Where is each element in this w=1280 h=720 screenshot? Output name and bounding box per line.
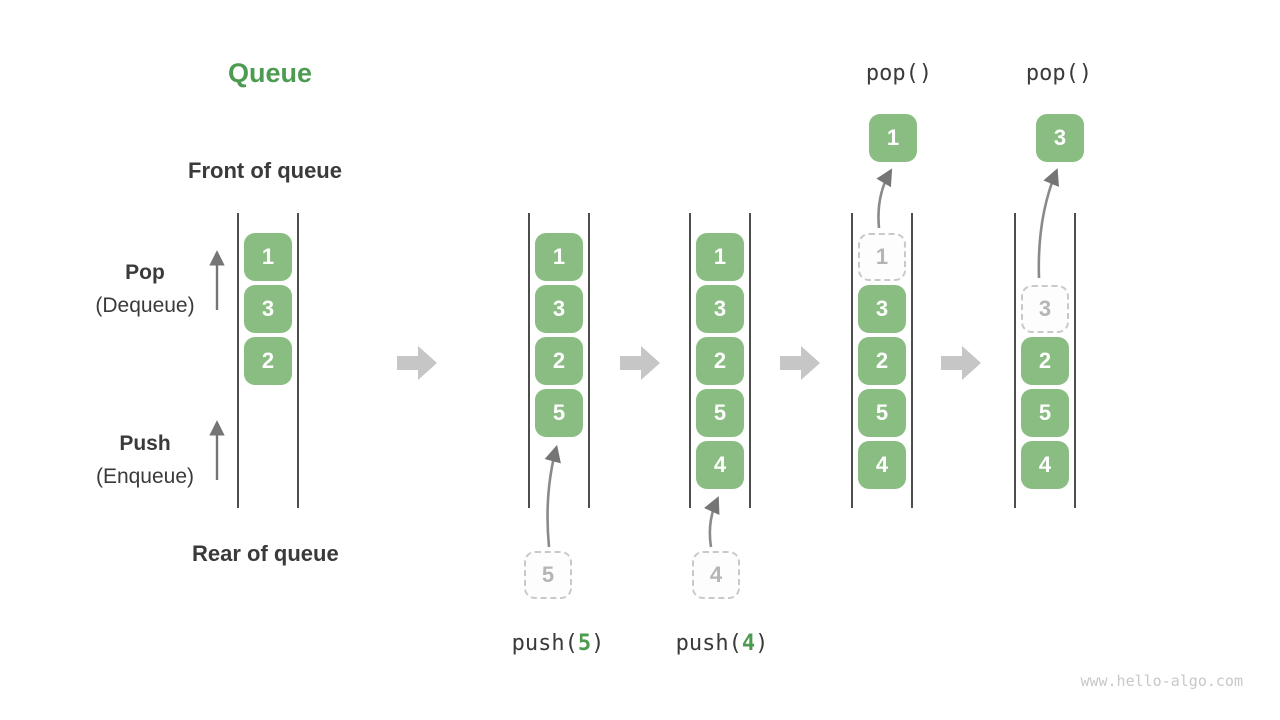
popped-slot-cell: 3 (1021, 285, 1069, 333)
state-transition-arrow-icon (620, 346, 660, 380)
push-arg-1: 5 (577, 631, 592, 656)
queue-cell: 4 (858, 441, 906, 489)
queue-cell: 1 (535, 233, 583, 281)
queue-cell: 2 (535, 337, 583, 385)
queue-cell: 2 (1021, 337, 1069, 385)
enqueue-label: (Enqueue) (95, 465, 195, 488)
push-call-label-1: push(5) (511, 631, 605, 656)
queue-cell: 5 (535, 389, 583, 437)
queue-wall (749, 213, 751, 508)
queue-cell: 3 (858, 285, 906, 333)
queue-wall (689, 213, 691, 508)
queue-cell: 2 (696, 337, 744, 385)
push-flow-arrow-icon (704, 496, 720, 548)
rear-of-queue-label: Rear of queue (192, 541, 339, 566)
pop-label-block: Pop (Dequeue) (75, 261, 215, 318)
queue-cell: 3 (696, 285, 744, 333)
push-arg-2: 4 (741, 631, 756, 656)
state-transition-arrow-icon (780, 346, 820, 380)
queue-wall (851, 213, 853, 508)
queue-cell: 1 (244, 233, 292, 281)
push-flow-arrow-icon (544, 444, 561, 548)
pop-label: Pop (125, 261, 165, 284)
push-label: Push (119, 432, 171, 455)
queue-wall (297, 213, 299, 508)
queue-cell: 5 (858, 389, 906, 437)
pop-flow-arrow-icon (876, 168, 893, 229)
popped-value-cell: 1 (869, 114, 917, 162)
incoming-value-cell: 4 (692, 551, 740, 599)
pop-flow-arrow-icon (1037, 168, 1059, 279)
pop-call-label-1: pop() (865, 61, 933, 86)
queue-wall (1074, 213, 1076, 508)
queue-cell: 2 (858, 337, 906, 385)
queue-wall (528, 213, 530, 508)
front-of-queue-label: Front of queue (188, 158, 342, 183)
queue-cell: 3 (244, 285, 292, 333)
queue-cell: 4 (1021, 441, 1069, 489)
watermark: www.hello-algo.com (1080, 672, 1243, 690)
queue-cell: 5 (1021, 389, 1069, 437)
diagram-title: Queue (228, 58, 313, 88)
popped-value-cell: 3 (1036, 114, 1084, 162)
queue-wall (911, 213, 913, 508)
queue-cell: 4 (696, 441, 744, 489)
state-transition-arrow-icon (397, 346, 437, 380)
queue-wall (588, 213, 590, 508)
pop-call-label-2: pop() (1025, 61, 1093, 86)
push-label-block: Push (Enqueue) (75, 432, 215, 489)
state-transition-arrow-icon (941, 346, 981, 380)
queue-wall (237, 213, 239, 508)
queue-wall (1014, 213, 1016, 508)
dequeue-label: (Dequeue) (95, 294, 195, 317)
queue-cell: 1 (696, 233, 744, 281)
push-call-label-2: push(4) (675, 631, 769, 656)
queue-cell: 5 (696, 389, 744, 437)
incoming-value-cell: 5 (524, 551, 572, 599)
popped-slot-cell: 1 (858, 233, 906, 281)
queue-cell: 2 (244, 337, 292, 385)
queue-cell: 3 (535, 285, 583, 333)
